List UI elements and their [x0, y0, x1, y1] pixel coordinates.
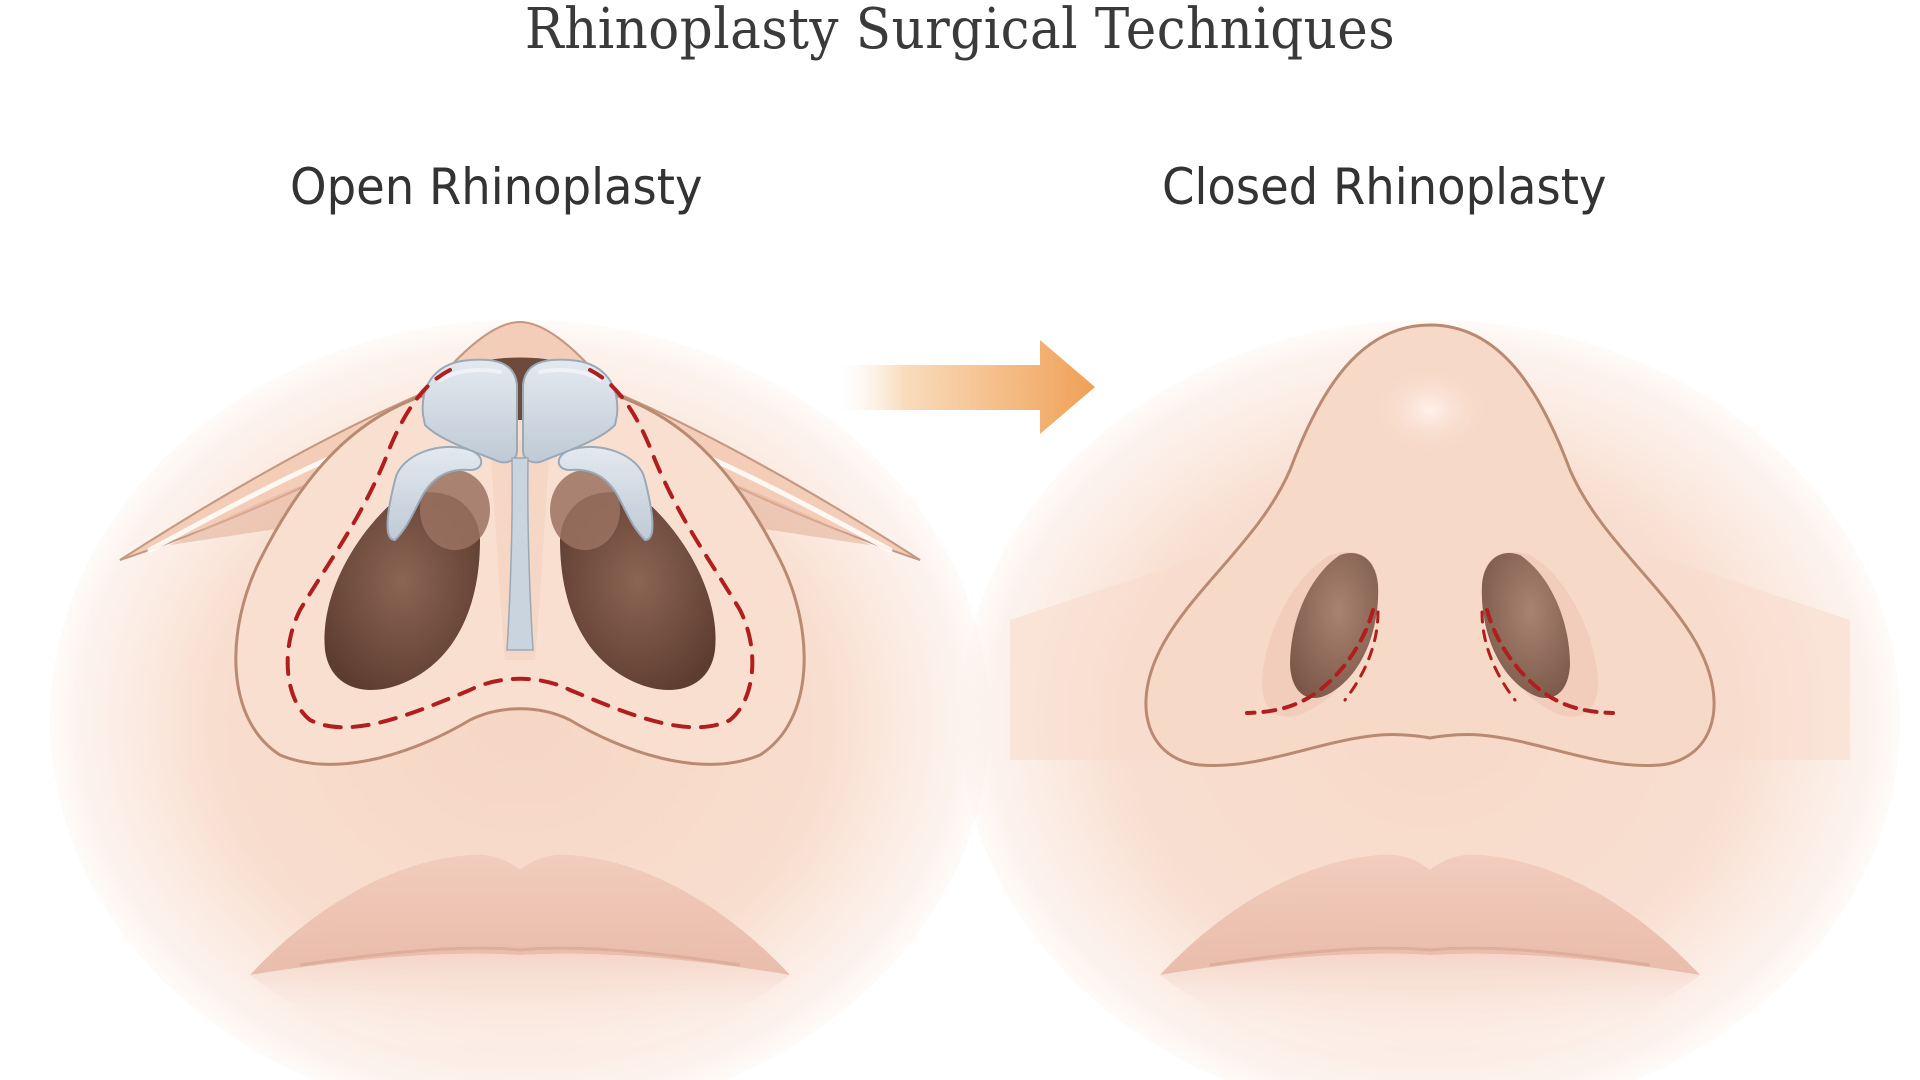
lip-line-right [1209, 946, 1651, 967]
open-incision-line [285, 368, 755, 730]
alar-cartilage-right [522, 358, 619, 464]
closed-incision-left-inner [1343, 610, 1380, 702]
lateral-crus-right [557, 445, 654, 542]
closed-rhinoplasty-label: Closed Rhinoplasty [1162, 158, 1607, 216]
upper-lip-left [250, 854, 790, 975]
lateral-crus-left [386, 445, 483, 542]
upper-lip-right [1160, 854, 1700, 975]
nostril-left-closed [1290, 553, 1379, 698]
cartilage-highlight-right [538, 368, 602, 382]
nasal-dome-right [550, 470, 620, 550]
transition-arrow [840, 340, 1095, 434]
cartilage-highlight-left [438, 368, 502, 382]
columellar-strut [506, 457, 534, 651]
nostril-right-closed [1481, 553, 1570, 698]
closed-incision-right-inner [1480, 610, 1517, 702]
lower-lip-right [1160, 953, 1700, 1060]
open-rhinoplasty-illustration [50, 320, 990, 1080]
closed-rhinoplasty-illustration [960, 320, 1900, 1080]
closed-incision-left-outer [1245, 608, 1375, 715]
alar-cartilage-left [421, 358, 518, 464]
nasal-dome-left [420, 470, 490, 550]
nose-tip-highlight [1370, 365, 1490, 455]
open-rhinoplasty-label: Open Rhinoplasty [290, 158, 703, 216]
lip-line-left [299, 946, 741, 967]
lower-lip-left [250, 953, 790, 1060]
arrow-right-icon [840, 340, 1095, 434]
page-title: Rhinoplasty Surgical Techniques [524, 0, 1396, 62]
closed-incision-right-outer [1485, 608, 1615, 715]
